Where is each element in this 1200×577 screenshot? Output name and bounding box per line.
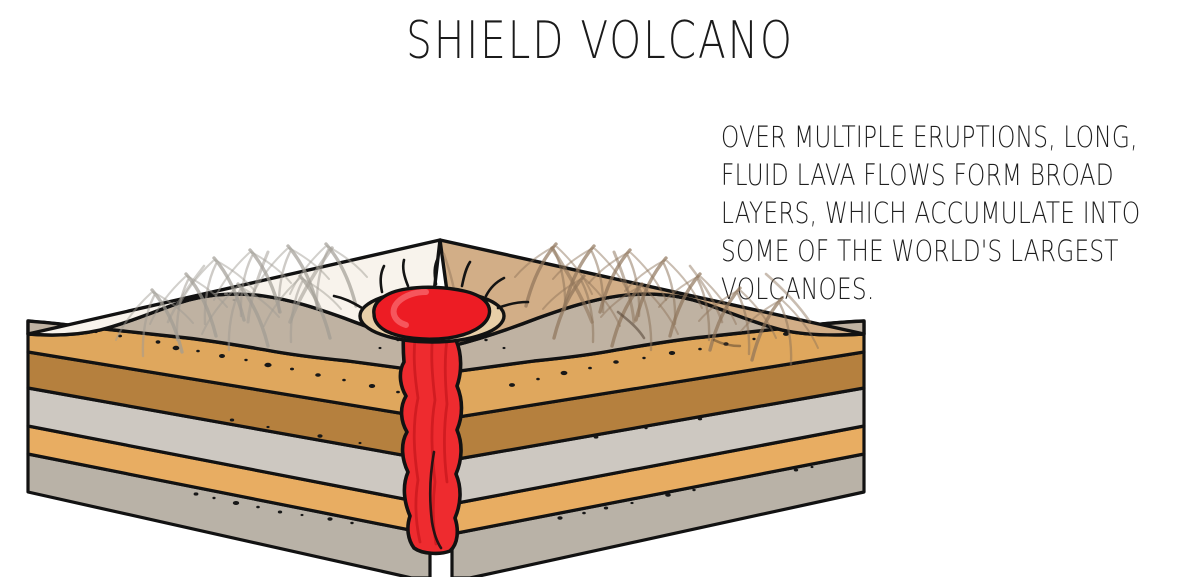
description-line: LAYERS, WHICH ACCUMULATE INTO	[721, 196, 1141, 230]
description-line: VOLCANOES.	[721, 272, 875, 306]
right-flank-flow-streaks	[442, 242, 820, 366]
right-flank-surface	[438, 238, 866, 366]
magma-conduit	[398, 288, 464, 556]
description-text: OVER MULTIPLE ERUPTIONS, LONG, FLUID LAV…	[721, 118, 1191, 308]
speckle-group	[94, 328, 814, 394]
lava-highlight	[390, 289, 429, 328]
description-line: FLUID LAVA FLOWS FORM BROAD	[721, 158, 1114, 192]
conduit-flow-lines	[412, 318, 450, 546]
page-title: SHIELD VOLCANO	[406, 11, 794, 71]
shield-volcano-illustration	[0, 222, 900, 577]
volcano-svg	[26, 238, 866, 577]
left-flank-flow-streaks	[114, 242, 369, 358]
layer-6-basal-bedrock	[26, 452, 866, 577]
steam-wisps	[332, 256, 530, 310]
description-line: OVER MULTIPLE ERUPTIONS, LONG,	[721, 120, 1138, 154]
speckle-group	[229, 417, 703, 445]
summit-crater	[358, 285, 506, 344]
description-line: SOME OF THE WORLD'S LARGEST	[721, 234, 1119, 268]
speckle-group	[106, 465, 814, 525]
conduit-crease	[428, 450, 443, 550]
